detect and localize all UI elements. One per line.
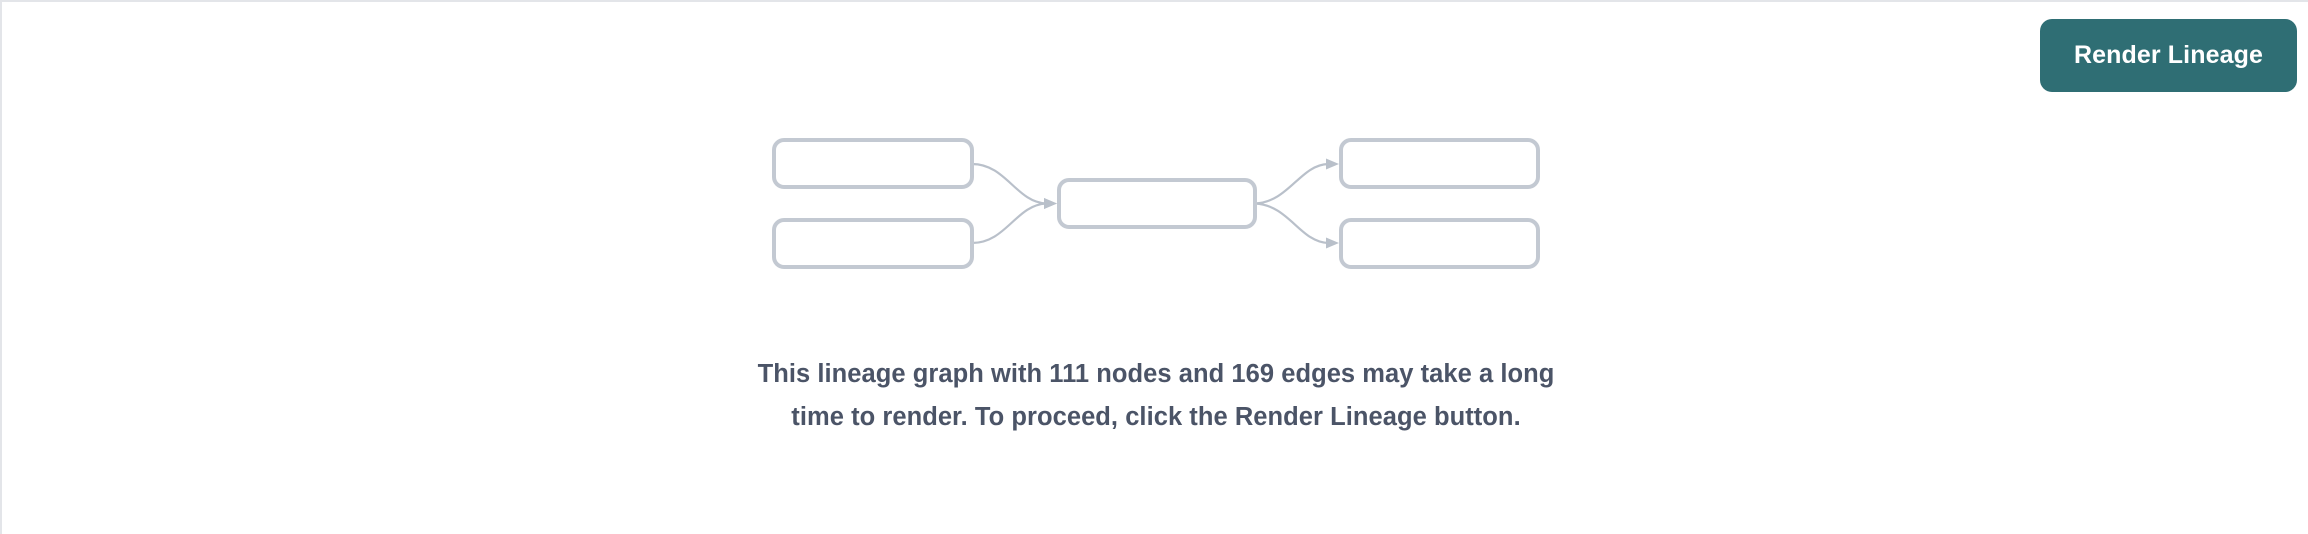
lineage-node-focus bbox=[1057, 178, 1257, 229]
lineage-graph-preview-svg bbox=[772, 138, 1540, 269]
lineage-node-upstream-2 bbox=[772, 218, 974, 269]
lineage-node-upstream-1 bbox=[772, 138, 974, 189]
lineage-node-downstream-2 bbox=[1339, 218, 1540, 269]
render-lineage-button[interactable]: Render Lineage bbox=[2040, 19, 2297, 92]
edge-upstream-2-to-focus bbox=[971, 198, 1057, 245]
lineage-empty-state-message: This lineage graph with 111 nodes and 16… bbox=[757, 359, 1555, 431]
toolbar: Render Lineage bbox=[2, 2, 2308, 110]
lineage-graph-placeholder bbox=[744, 122, 1564, 282]
lineage-node-downstream-1 bbox=[1339, 138, 1540, 189]
edge-focus-to-downstream-1 bbox=[1254, 158, 1339, 205]
edge-focus-to-downstream-2 bbox=[1254, 202, 1339, 249]
